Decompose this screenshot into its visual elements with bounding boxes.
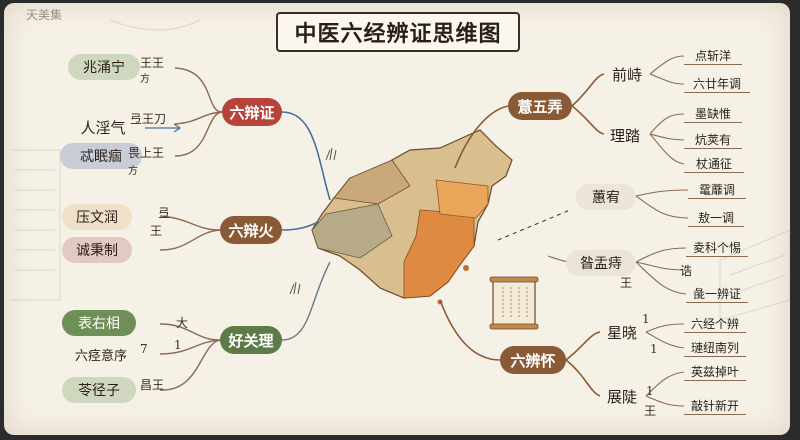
- note: 方: [140, 74, 150, 85]
- hub-label: 六辩证: [229, 103, 275, 122]
- hub-left-3[interactable]: 好关理: [220, 326, 282, 354]
- node-label: 六痉意序: [74, 348, 127, 364]
- leaf-label: 诰: [679, 263, 692, 278]
- mid-node-4[interactable]: 昝盂痔: [566, 250, 636, 276]
- hub-right-1[interactable]: 薏五弄: [508, 92, 572, 120]
- mid-label: 蕙宥: [592, 190, 620, 206]
- mid-node-1[interactable]: 前峙: [604, 62, 650, 86]
- leaf-node[interactable]: 杖通征: [684, 154, 744, 173]
- leaf-node[interactable]: 诰: [676, 262, 696, 278]
- hub-left-1[interactable]: 六辩证: [222, 98, 282, 126]
- hub-left-2[interactable]: 六辩火: [220, 216, 282, 244]
- note: 王王: [140, 56, 165, 70]
- leaf-label: 敖一调: [697, 210, 734, 225]
- mid-label: 展陡: [606, 387, 637, 406]
- note: 1: [650, 342, 658, 356]
- node-label: 忒眠痼: [80, 149, 122, 165]
- node-label: 诚秉制: [76, 243, 118, 259]
- mid-label: 昝盂痔: [580, 256, 622, 272]
- leaf-label: 六廿年调: [692, 76, 741, 91]
- node-left-5[interactable]: 诚秉制: [62, 237, 132, 263]
- mid-node-6[interactable]: 展陡: [598, 384, 646, 408]
- leaf-node[interactable]: 英兹掉叶: [684, 362, 746, 381]
- leaf-node[interactable]: 璉纽南列: [684, 338, 746, 357]
- leaf-label: 六经个辨: [690, 316, 739, 331]
- leaf-label: 英兹掉叶: [690, 364, 739, 379]
- leaf-label: 璉纽南列: [690, 340, 739, 355]
- hub-label: 好关理: [228, 331, 274, 350]
- node-label: 表右相: [78, 316, 120, 332]
- leaf-label: 夌科个惕: [692, 240, 741, 255]
- node-left-1[interactable]: 兆涌宁: [68, 54, 140, 80]
- note: 7: [140, 342, 148, 356]
- leaf-node[interactable]: 六经个辨: [684, 314, 746, 333]
- leaf-label: 鼋蘼调: [698, 182, 735, 197]
- node-left-2[interactable]: 人淫气: [60, 114, 146, 140]
- note: 弖王刀: [130, 112, 167, 126]
- node-label: 兆涌宁: [83, 60, 125, 76]
- node-left-3[interactable]: 忒眠痼: [60, 143, 142, 169]
- note: 王: [620, 276, 633, 290]
- note: 1: [646, 384, 654, 398]
- mid-label: 星晓: [606, 323, 637, 342]
- leaf-node[interactable]: 敖一调: [688, 208, 744, 227]
- scroll-sketch-icon: [489, 276, 539, 330]
- leaf-label: 点斩洋: [694, 48, 731, 63]
- node-left-4[interactable]: 压文润: [62, 204, 132, 230]
- leaf-label: 杖通征: [695, 156, 732, 171]
- leaf-node[interactable]: 鼋蘼调: [688, 180, 746, 199]
- mid-label: 前峙: [611, 65, 642, 84]
- node-label: 压文润: [76, 210, 118, 226]
- corner-text: 天美集: [26, 8, 63, 22]
- note: 王: [150, 224, 163, 238]
- leaf-label: 敲针新开: [690, 398, 739, 413]
- note: 王: [644, 404, 657, 418]
- note: 1: [642, 312, 650, 326]
- leaf-node[interactable]: 墨缺惟: [684, 104, 742, 123]
- note: 大: [176, 316, 189, 330]
- leaf-node[interactable]: 敲针新开: [684, 396, 746, 415]
- hub-label: 六辨怀: [510, 351, 556, 370]
- leaf-node[interactable]: 炕荚有: [684, 130, 742, 149]
- note: 畏上王: [128, 146, 165, 160]
- node-label: 苓径子: [78, 383, 120, 399]
- leaf-node[interactable]: 夌科个惕: [686, 238, 748, 257]
- mid-node-3[interactable]: 蕙宥: [576, 184, 636, 210]
- leaf-node[interactable]: 彘一辨证: [686, 284, 748, 303]
- note: 昌王: [140, 378, 165, 392]
- note: 弖: [158, 206, 171, 220]
- hub-right-2[interactable]: 六辨怀: [500, 346, 566, 374]
- node-left-8[interactable]: 苓径子: [62, 377, 136, 403]
- node-left-7[interactable]: 六痉意序: [62, 342, 140, 366]
- mid-label: 理踏: [609, 126, 640, 145]
- diagram-title-box: 中医六经辨证思维图: [276, 12, 520, 52]
- hub-label: 六辩火: [228, 221, 274, 240]
- leaf-node[interactable]: 点斩洋: [684, 46, 742, 65]
- mid-node-5[interactable]: 星晓: [598, 320, 646, 344]
- mid-node-2[interactable]: 理踏: [600, 122, 650, 148]
- hub-label: 薏五弄: [517, 97, 563, 116]
- leaf-label: 炕荚有: [694, 132, 731, 147]
- note: 1: [174, 338, 182, 352]
- leaf-label: 彘一辨证: [692, 286, 741, 301]
- note: 方: [128, 166, 138, 177]
- leaf-node[interactable]: 六廿年调: [684, 74, 750, 93]
- node-left-6[interactable]: 表右相: [62, 310, 136, 336]
- node-label: 人淫气: [80, 118, 126, 137]
- diagram-title: 中医六经辨证思维图: [294, 21, 502, 47]
- leaf-label: 墨缺惟: [694, 106, 731, 121]
